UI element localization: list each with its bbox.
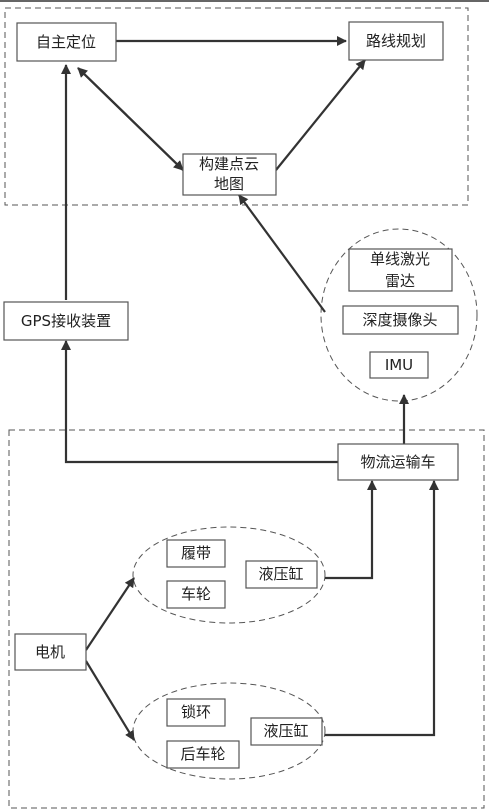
node-wheel: 车轮	[166, 580, 226, 609]
edge-sensors-to-map	[238, 194, 326, 313]
node-route-plan-label: 路线规划	[366, 32, 426, 50]
node-lock-ring-label: 锁环	[181, 703, 211, 721]
node-track: 履带	[166, 539, 226, 568]
node-cylinder-upper: 液压缸	[245, 560, 318, 589]
node-build-map: 构建点云 地图	[182, 153, 277, 196]
node-rear-wheel: 后车轮	[166, 740, 240, 769]
edge-vehicle-to-gps	[61, 340, 338, 464]
edge-motor-to-lower-drive	[85, 660, 135, 741]
node-build-map-label-line1: 构建点云	[199, 155, 259, 173]
node-track-label: 履带	[181, 544, 211, 562]
node-gps-label: GPS接收装置	[21, 312, 111, 330]
edge-motor-to-upper-drive	[85, 577, 135, 651]
edge-lower-drive-to-vehicle	[325, 480, 439, 737]
sensor-group-ellipse	[320, 228, 478, 402]
upper-drive-group-ellipse	[132, 526, 326, 624]
edge-upper-drive-to-vehicle	[325, 480, 377, 580]
node-lidar: 单线激光 雷达	[348, 248, 453, 292]
node-auto-locate: 自主定位	[16, 22, 117, 62]
node-cylinder-lower-label: 液压缸	[263, 722, 308, 740]
node-imu: IMU	[369, 351, 429, 379]
node-rear-wheel-label: 后车轮	[180, 745, 225, 763]
node-lidar-label-line1: 单线激光	[370, 250, 430, 268]
node-lock-ring: 锁环	[166, 698, 226, 727]
node-gps: GPS接收装置	[3, 301, 129, 341]
node-route-plan: 路线规划	[348, 21, 444, 61]
node-build-map-label-line2: 地图	[214, 175, 244, 193]
node-lidar-label-line2: 雷达	[385, 272, 415, 290]
node-motor: 电机	[14, 633, 87, 671]
node-imu-label: IMU	[385, 356, 413, 374]
planning-group-frame	[4, 7, 469, 206]
node-vehicle-label: 物流运输车	[360, 453, 435, 471]
node-depth-camera-label: 深度摄像头	[362, 311, 437, 329]
node-cylinder-upper-label: 液压缸	[258, 565, 303, 583]
node-motor-label: 电机	[35, 643, 65, 661]
node-depth-camera: 深度摄像头	[342, 305, 459, 335]
node-auto-locate-label: 自主定位	[36, 33, 96, 51]
node-wheel-label: 车轮	[181, 585, 211, 603]
edge-locate-to-map	[77, 67, 184, 171]
node-vehicle: 物流运输车	[337, 443, 459, 481]
vehicle-group-frame	[8, 429, 485, 809]
node-cylinder-lower: 液压缸	[250, 717, 323, 746]
edge-map-to-route	[275, 59, 366, 171]
